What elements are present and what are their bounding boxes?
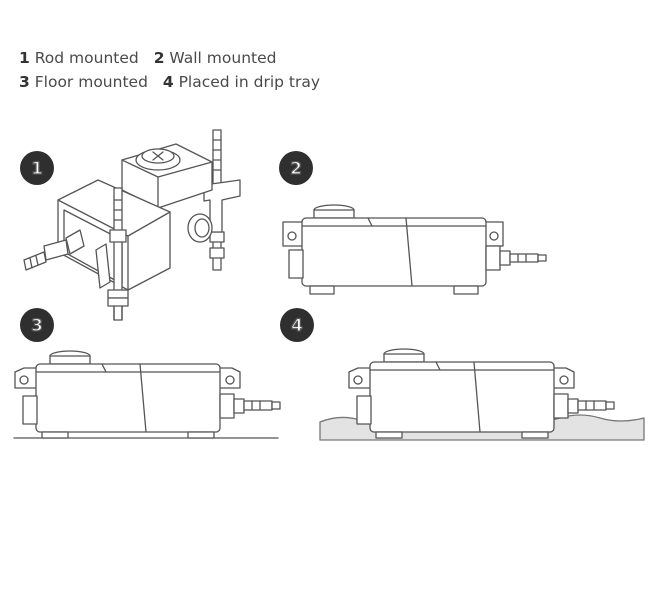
foot xyxy=(187,431,215,439)
legend-label: Placed in drip tray xyxy=(178,73,321,91)
pump-wall-mounted xyxy=(282,204,547,295)
pump-rod-mounted xyxy=(23,129,241,321)
legend-label: Wall mounted xyxy=(169,49,277,67)
badge-number: 1 xyxy=(31,159,43,179)
foot xyxy=(521,431,549,439)
legend-number: 4 xyxy=(162,73,174,91)
badge-4: 4 xyxy=(280,308,314,342)
badge-number: 4 xyxy=(291,316,303,336)
legend-label: Rod mounted xyxy=(34,49,139,67)
badge-2: 2 xyxy=(279,151,313,185)
legend-row-2: 3 Floor mounted 4 Placed in drip tray xyxy=(19,70,330,94)
legend-number: 3 xyxy=(19,73,30,91)
legend-item-drip-tray: 4 Placed in drip tray xyxy=(163,73,320,91)
rod-nut xyxy=(107,289,129,299)
badge-1: 1 xyxy=(20,151,54,185)
pump-body xyxy=(369,361,555,433)
foot xyxy=(309,285,335,295)
foot xyxy=(41,431,69,439)
legend-item-rod: 1 Rod mounted xyxy=(19,49,139,67)
legend-row-1: 1 Rod mounted 2 Wall mounted xyxy=(19,46,330,70)
legend-label: Floor mounted xyxy=(34,73,148,91)
rod-nut xyxy=(209,231,225,243)
outlet-port xyxy=(553,393,569,419)
mounting-rod xyxy=(113,187,123,321)
outlet-port xyxy=(219,393,235,419)
legend-number: 2 xyxy=(153,49,165,67)
rod-nut xyxy=(109,229,127,243)
rod-nut xyxy=(209,247,225,259)
screw-hole xyxy=(489,231,499,241)
pump-body xyxy=(35,363,221,433)
foot xyxy=(453,285,479,295)
legend-item-wall: 2 Wall mounted xyxy=(154,49,277,67)
badge-number: 3 xyxy=(31,316,43,336)
foot xyxy=(375,431,403,439)
badge-number: 2 xyxy=(290,159,302,179)
pump-body xyxy=(301,217,487,287)
legend-number: 1 xyxy=(19,49,30,67)
pump-in-drip-tray xyxy=(319,348,645,441)
legend-item-floor: 3 Floor mounted xyxy=(19,73,148,91)
mounting-legend: 1 Rod mounted 2 Wall mounted 3 Floor mou… xyxy=(19,46,330,94)
pump-floor-mounted xyxy=(13,350,281,439)
outlet-port xyxy=(485,245,501,271)
badge-3: 3 xyxy=(20,308,54,342)
inlet-fitting xyxy=(65,229,85,255)
screw-hole xyxy=(287,231,297,241)
